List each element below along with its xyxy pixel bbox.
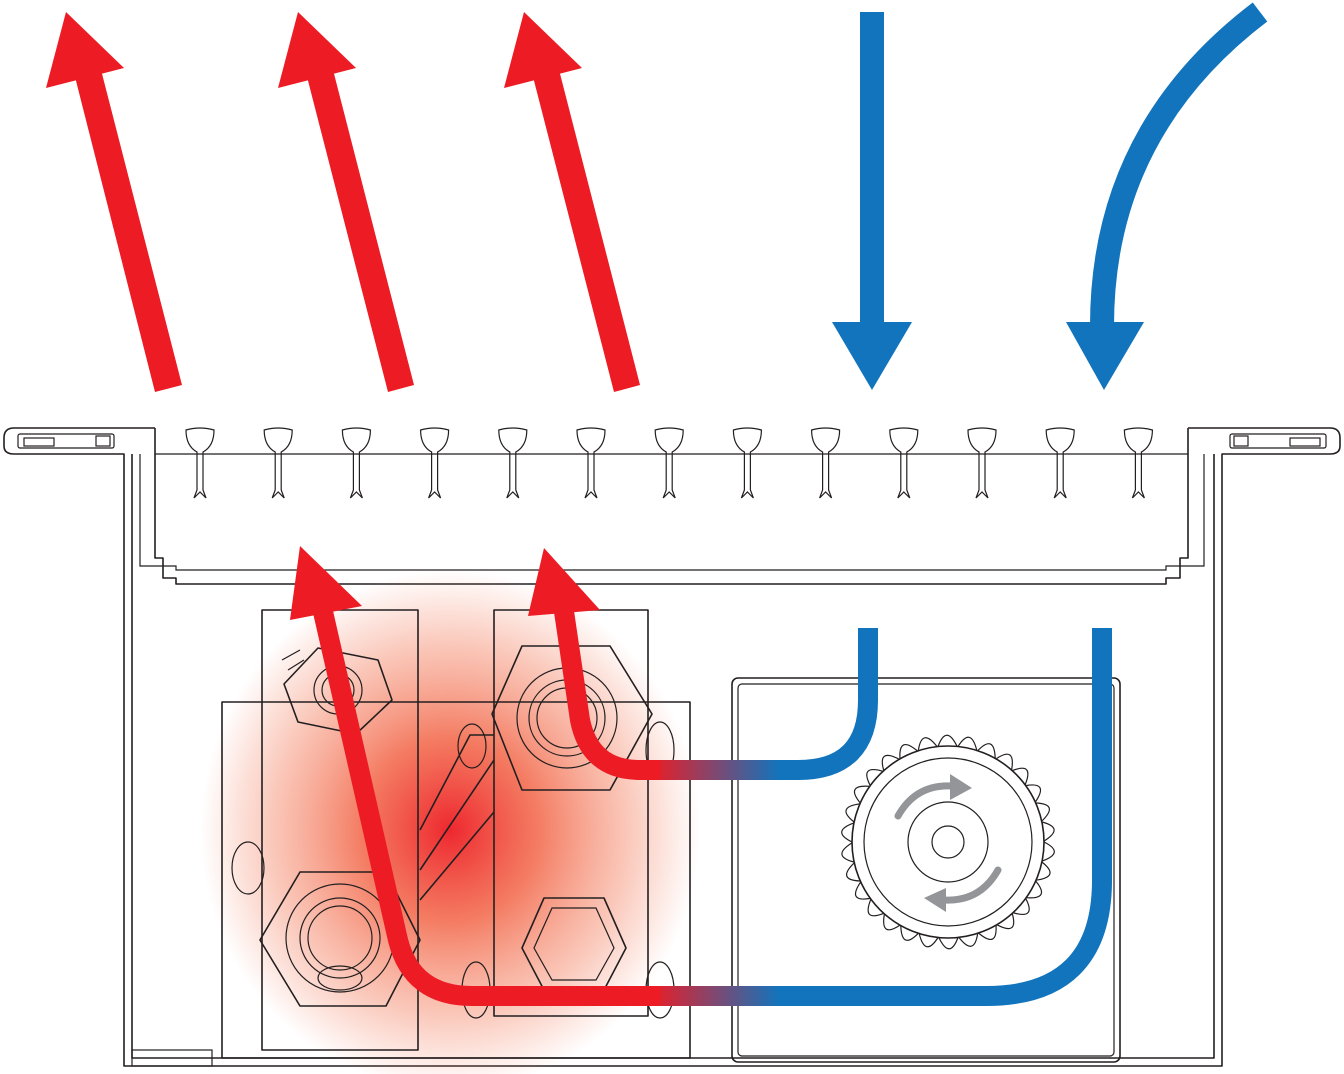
- fan-housing: [731, 677, 1121, 1063]
- grille-slat: [732, 427, 763, 499]
- fan-rotation-icon: [894, 774, 1002, 912]
- fan-blade: [881, 754, 900, 771]
- grille-slat: [889, 427, 919, 499]
- grille-slat: [576, 427, 606, 499]
- grille-slat: [654, 427, 684, 499]
- grille-slat: [1045, 427, 1075, 499]
- fan-blade: [1036, 861, 1051, 881]
- fan-blade: [883, 913, 901, 931]
- internal-flow-upper: [528, 548, 878, 780]
- fan-blade: [867, 898, 885, 917]
- fan-blade: [846, 862, 861, 882]
- fan-blade: [977, 743, 996, 759]
- fan-blade: [900, 925, 919, 941]
- fan-blade: [1012, 898, 1030, 916]
- warm-outlet-arrow-3: [504, 12, 640, 392]
- grille-slat: [498, 427, 528, 499]
- heat-exchanger-icon: [221, 609, 691, 1059]
- internal-flow-lower: [290, 546, 1112, 1006]
- cool-inlet-arrow-1: [832, 12, 912, 390]
- fan-blade: [1041, 841, 1055, 862]
- grille-slat: [419, 427, 450, 499]
- fan-blade: [938, 937, 959, 950]
- fan-blade: [866, 768, 884, 786]
- fan-blade: [854, 881, 871, 900]
- fan-blade: [1025, 784, 1042, 803]
- grille-slats: [185, 427, 1154, 499]
- grille-slat: [967, 427, 997, 499]
- trench-housing: [3, 427, 1341, 1067]
- grille-slat: [263, 427, 293, 499]
- warm-outlet-arrow-1: [46, 12, 182, 392]
- fan-blade: [899, 743, 918, 759]
- fan-blade: [853, 785, 870, 804]
- fan-blade: [958, 933, 979, 947]
- fan-blade: [918, 933, 939, 948]
- cool-air-arrow-icon: [832, 2, 1268, 390]
- cool-inlet-arrow-2: [1066, 2, 1268, 390]
- grille-slat: [185, 427, 215, 499]
- fan-blade: [937, 734, 958, 747]
- fan-blade: [841, 842, 855, 863]
- grille-slat: [341, 427, 372, 499]
- fan-blade: [957, 736, 978, 751]
- fan-blade: [978, 925, 997, 941]
- tangential-fan-icon: [841, 734, 1055, 950]
- fan-blade: [845, 803, 860, 823]
- warm-air-arrow-icon: [46, 12, 640, 392]
- fan-blade: [995, 753, 1013, 771]
- fan-blade: [1026, 880, 1043, 899]
- fan-blade: [841, 822, 855, 843]
- fan-blade: [1041, 821, 1055, 842]
- fan-blade: [1011, 767, 1029, 786]
- warm-outlet-arrow-2: [278, 12, 414, 392]
- grille-slat: [810, 427, 841, 499]
- grille-slat: [1123, 427, 1154, 499]
- fan-blade: [917, 737, 938, 751]
- fan-blade: [1035, 802, 1050, 822]
- fan-blade: [996, 913, 1015, 930]
